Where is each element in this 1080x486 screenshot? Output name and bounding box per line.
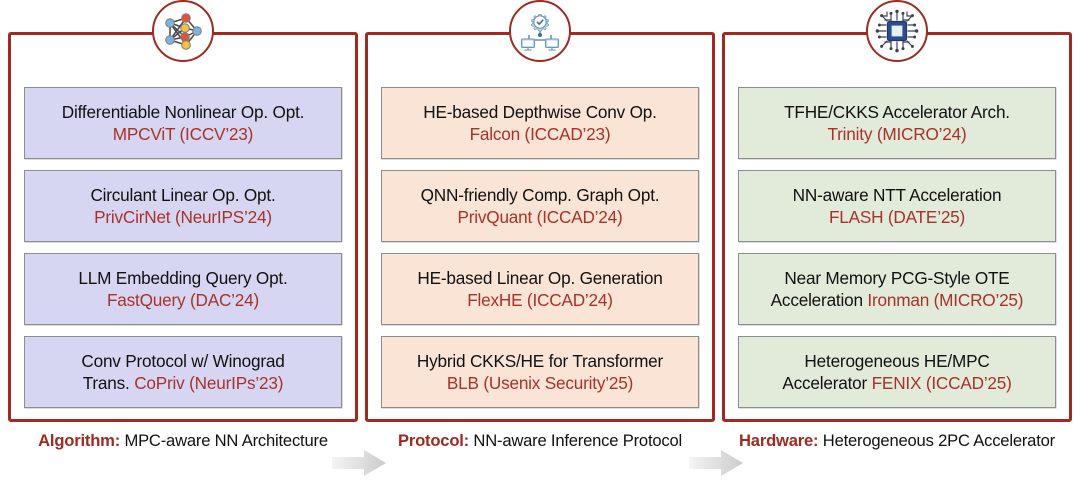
- card-work: MPCViT (ICCV’23): [112, 124, 254, 144]
- card-ironman[interactable]: Near Memory PCG-Style OTE Acceleration I…: [738, 253, 1056, 325]
- column-hardware: TFHE/CKKS Accelerator Arch. Trinity (MIC…: [722, 32, 1072, 422]
- card-work: CoPriv (NeurIPs’23): [134, 373, 284, 393]
- card-work-line: Trans. CoPriv (NeurIPs’23): [82, 372, 284, 394]
- card-work: BLB (Usenix Security’25): [446, 373, 634, 393]
- card-work-prefix: Acceleration: [770, 290, 868, 310]
- card-title: Heterogeneous HE/MPC: [804, 350, 990, 371]
- card-fastquery[interactable]: LLM Embedding Query Opt. FastQuery (DAC’…: [24, 253, 342, 325]
- column-algorithm: Differentiable Nonlinear Op. Opt. MPCViT…: [8, 32, 358, 422]
- card-fenix[interactable]: Heterogeneous HE/MPC Accelerator FENIX (…: [738, 336, 1056, 408]
- card-blb[interactable]: Hybrid CKKS/HE for Transformer BLB (Usen…: [381, 336, 699, 408]
- card-work: Trinity (MICRO’24): [827, 124, 967, 144]
- card-work: FastQuery (DAC’24): [106, 290, 260, 310]
- caption-text: NN-aware Inference Protocol: [469, 431, 682, 450]
- card-flexhe[interactable]: HE-based Linear Op. Generation FlexHE (I…: [381, 253, 699, 325]
- card-privquant[interactable]: QNN-friendly Comp. Graph Opt. PrivQuant …: [381, 170, 699, 242]
- card-title: Hybrid CKKS/HE for Transformer: [416, 350, 664, 371]
- caption-protocol: Protocol: NN-aware Inference Protocol: [365, 430, 715, 480]
- card-work: FLASH (DATE’25): [828, 207, 966, 227]
- caption-text: MPC-aware NN Architecture: [120, 431, 328, 450]
- card-list-protocol: HE-based Depthwise Conv Op. Falcon (ICCA…: [381, 87, 699, 408]
- card-title: QNN-friendly Comp. Graph Opt.: [420, 184, 660, 205]
- card-work: FlexHE (ICCAD’24): [467, 290, 613, 310]
- card-copriv[interactable]: Conv Protocol w/ Winograd Trans. CoPriv …: [24, 336, 342, 408]
- card-mpcvit[interactable]: Differentiable Nonlinear Op. Opt. MPCViT…: [24, 87, 342, 159]
- card-title: HE-based Depthwise Conv Op.: [423, 101, 657, 122]
- card-work: FENIX (ICCAD’25): [871, 373, 1012, 393]
- chip-circuit-icon: [866, 0, 928, 62]
- card-work: PrivQuant (ICCAD’24): [457, 207, 623, 227]
- card-work: Falcon (ICCAD’23): [469, 124, 611, 144]
- card-title: Circulant Linear Op. Opt.: [90, 184, 276, 205]
- card-privcirnet[interactable]: Circulant Linear Op. Opt. PrivCirNet (Ne…: [24, 170, 342, 242]
- caption-label: Hardware:: [739, 431, 819, 450]
- caption-text: Heterogeneous 2PC Accelerator: [818, 431, 1055, 450]
- caption-label: Algorithm:: [38, 431, 121, 450]
- card-work: Ironman (MICRO’25): [867, 290, 1024, 310]
- card-trinity[interactable]: TFHE/CKKS Accelerator Arch. Trinity (MIC…: [738, 87, 1056, 159]
- card-list-algorithm: Differentiable Nonlinear Op. Opt. MPCViT…: [24, 87, 342, 408]
- column-protocol: HE-based Depthwise Conv Op. Falcon (ICCA…: [365, 32, 715, 422]
- arrow-protocol-to-hardware: [687, 448, 745, 478]
- card-flash[interactable]: NN-aware NTT Acceleration FLASH (DATE’25…: [738, 170, 1056, 242]
- card-work-line: Acceleration Ironman (MICRO’25): [771, 289, 1024, 311]
- caption-label: Protocol:: [397, 431, 470, 450]
- card-falcon[interactable]: HE-based Depthwise Conv Op. Falcon (ICCA…: [381, 87, 699, 159]
- card-title: Near Memory PCG-Style OTE: [784, 267, 1010, 288]
- card-work: PrivCirNet (NeurIPS’24): [94, 207, 272, 227]
- card-title: Differentiable Nonlinear Op. Opt.: [61, 101, 305, 122]
- arrow-algorithm-to-protocol: [330, 448, 388, 478]
- card-list-hardware: TFHE/CKKS Accelerator Arch. Trinity (MIC…: [738, 87, 1056, 408]
- card-title: NN-aware NTT Acceleration: [792, 184, 1002, 205]
- neural-network-icon: [152, 0, 214, 62]
- card-title: Conv Protocol w/ Winograd: [81, 350, 285, 371]
- card-title: HE-based Linear Op. Generation: [417, 267, 663, 288]
- card-work-prefix: Accelerator: [782, 373, 872, 393]
- card-work-line: Accelerator FENIX (ICCAD’25): [782, 372, 1012, 394]
- card-title: LLM Embedding Query Opt.: [78, 267, 288, 288]
- caption-hardware: Hardware: Heterogeneous 2PC Accelerator: [722, 430, 1072, 480]
- caption-algorithm: Algorithm: MPC-aware NN Architecture: [8, 430, 358, 480]
- card-work-prefix: Trans.: [82, 373, 135, 393]
- gear-network-icon: [509, 0, 571, 62]
- card-title: TFHE/CKKS Accelerator Arch.: [784, 101, 1010, 122]
